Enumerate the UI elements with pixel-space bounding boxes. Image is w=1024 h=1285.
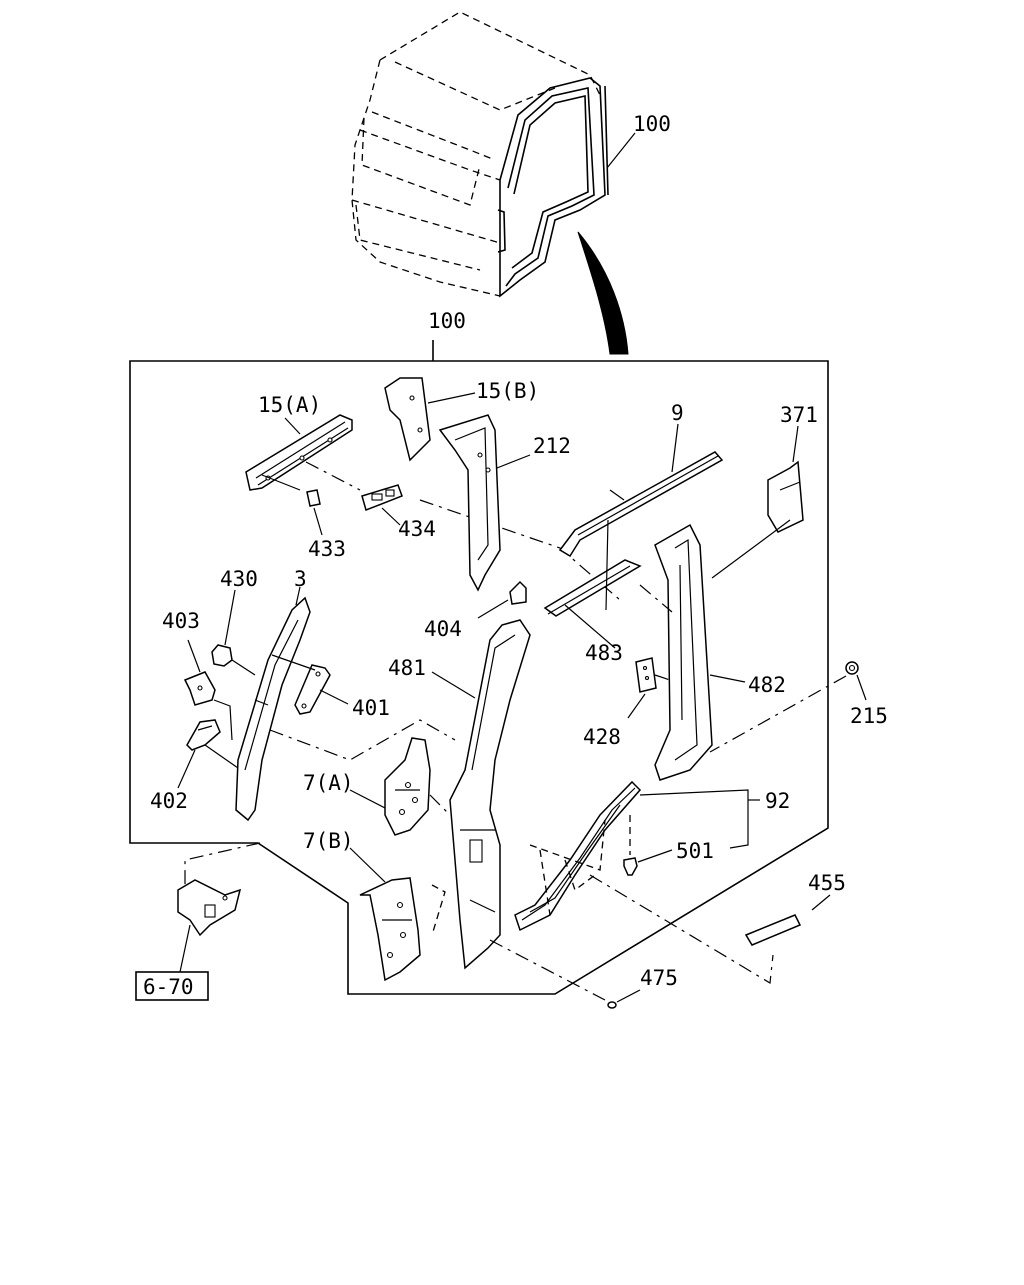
- part-15b: [384, 377, 431, 462]
- leader-6-70: [179, 924, 191, 973]
- leader-100-top: [606, 132, 636, 169]
- part-483: [543, 559, 642, 617]
- part-7b: [359, 877, 421, 982]
- label-501: 501: [676, 839, 714, 863]
- ref-6-70[interactable]: 6-70: [143, 975, 194, 999]
- part-428: [635, 657, 657, 693]
- part-404: [509, 580, 527, 605]
- leader-404: [477, 599, 509, 619]
- part-501-screw: [623, 857, 638, 876]
- leader-482: [709, 674, 746, 683]
- part-371: [767, 460, 804, 533]
- leader-501: [637, 849, 673, 863]
- part-401: [294, 664, 331, 715]
- leader-15a: [284, 417, 301, 435]
- part-3-pillar: [235, 596, 311, 822]
- leader-402: [177, 749, 196, 789]
- label-483: 483: [585, 641, 623, 665]
- leader-475: [616, 989, 641, 1003]
- label-428: 428: [583, 725, 621, 749]
- label-9: 9: [671, 401, 684, 425]
- ref-box-6-70[interactable]: [135, 971, 209, 1001]
- cab-overview: [351, 11, 629, 355]
- leader-428: [627, 693, 646, 719]
- part-482-pillar: [654, 523, 713, 781]
- label-455: 455: [808, 871, 846, 895]
- label-475: 475: [640, 966, 678, 990]
- leader-433: [313, 507, 323, 536]
- part-15a-rail: [245, 414, 353, 491]
- label-481: 481: [388, 656, 426, 680]
- line-483-vertical: [605, 519, 609, 611]
- part-215: [845, 661, 859, 675]
- label-15a: 15(A): [258, 393, 321, 417]
- leader-455: [811, 894, 831, 911]
- label-434: 434: [398, 517, 436, 541]
- leader-430: [224, 589, 236, 646]
- part-403: [183, 671, 216, 706]
- part-212-pillar: [438, 414, 501, 592]
- label-212: 212: [533, 434, 571, 458]
- part-481-pillar: [449, 619, 531, 970]
- part-7a: [384, 737, 431, 836]
- label-100-top: 100: [633, 112, 671, 136]
- part-434: [361, 484, 403, 511]
- leader-401: [319, 689, 349, 705]
- leader-483: [564, 604, 616, 649]
- leader-7a: [349, 789, 386, 809]
- part-433: [306, 489, 321, 507]
- leader-403: [187, 639, 201, 673]
- label-430: 430: [220, 567, 258, 591]
- leader-3: [295, 586, 301, 606]
- leader-92: [639, 789, 749, 849]
- part-430-bolt: [211, 644, 233, 667]
- leader-215: [856, 674, 867, 701]
- label-433: 433: [308, 537, 346, 561]
- diagram-frame: [129, 340, 829, 995]
- label-215: 215: [850, 704, 888, 728]
- leader-7b: [349, 847, 386, 883]
- label-403: 403: [162, 609, 200, 633]
- leader-481: [431, 671, 476, 699]
- part-6-70-ref: [177, 879, 242, 937]
- label-92: 92: [765, 789, 790, 813]
- leader-15b: [427, 392, 476, 404]
- label-371: 371: [780, 403, 818, 427]
- leader-9: [671, 423, 679, 473]
- label-402: 402: [150, 789, 188, 813]
- leader-212: [496, 454, 531, 469]
- label-7a: 7(A): [303, 771, 354, 795]
- label-482: 482: [748, 673, 786, 697]
- label-15b: 15(B): [476, 379, 539, 403]
- leader-371: [792, 425, 799, 463]
- part-455: [744, 914, 802, 946]
- label-100-box: 100: [428, 309, 466, 333]
- part-9-rail: [558, 451, 724, 558]
- part-92-panel: [514, 780, 642, 932]
- label-7b: 7(B): [303, 829, 354, 853]
- label-401: 401: [352, 696, 390, 720]
- leader-434: [381, 507, 401, 526]
- part-475: [607, 1001, 617, 1009]
- part-402: [186, 719, 221, 751]
- label-3: 3: [294, 567, 307, 591]
- label-404: 404: [424, 617, 462, 641]
